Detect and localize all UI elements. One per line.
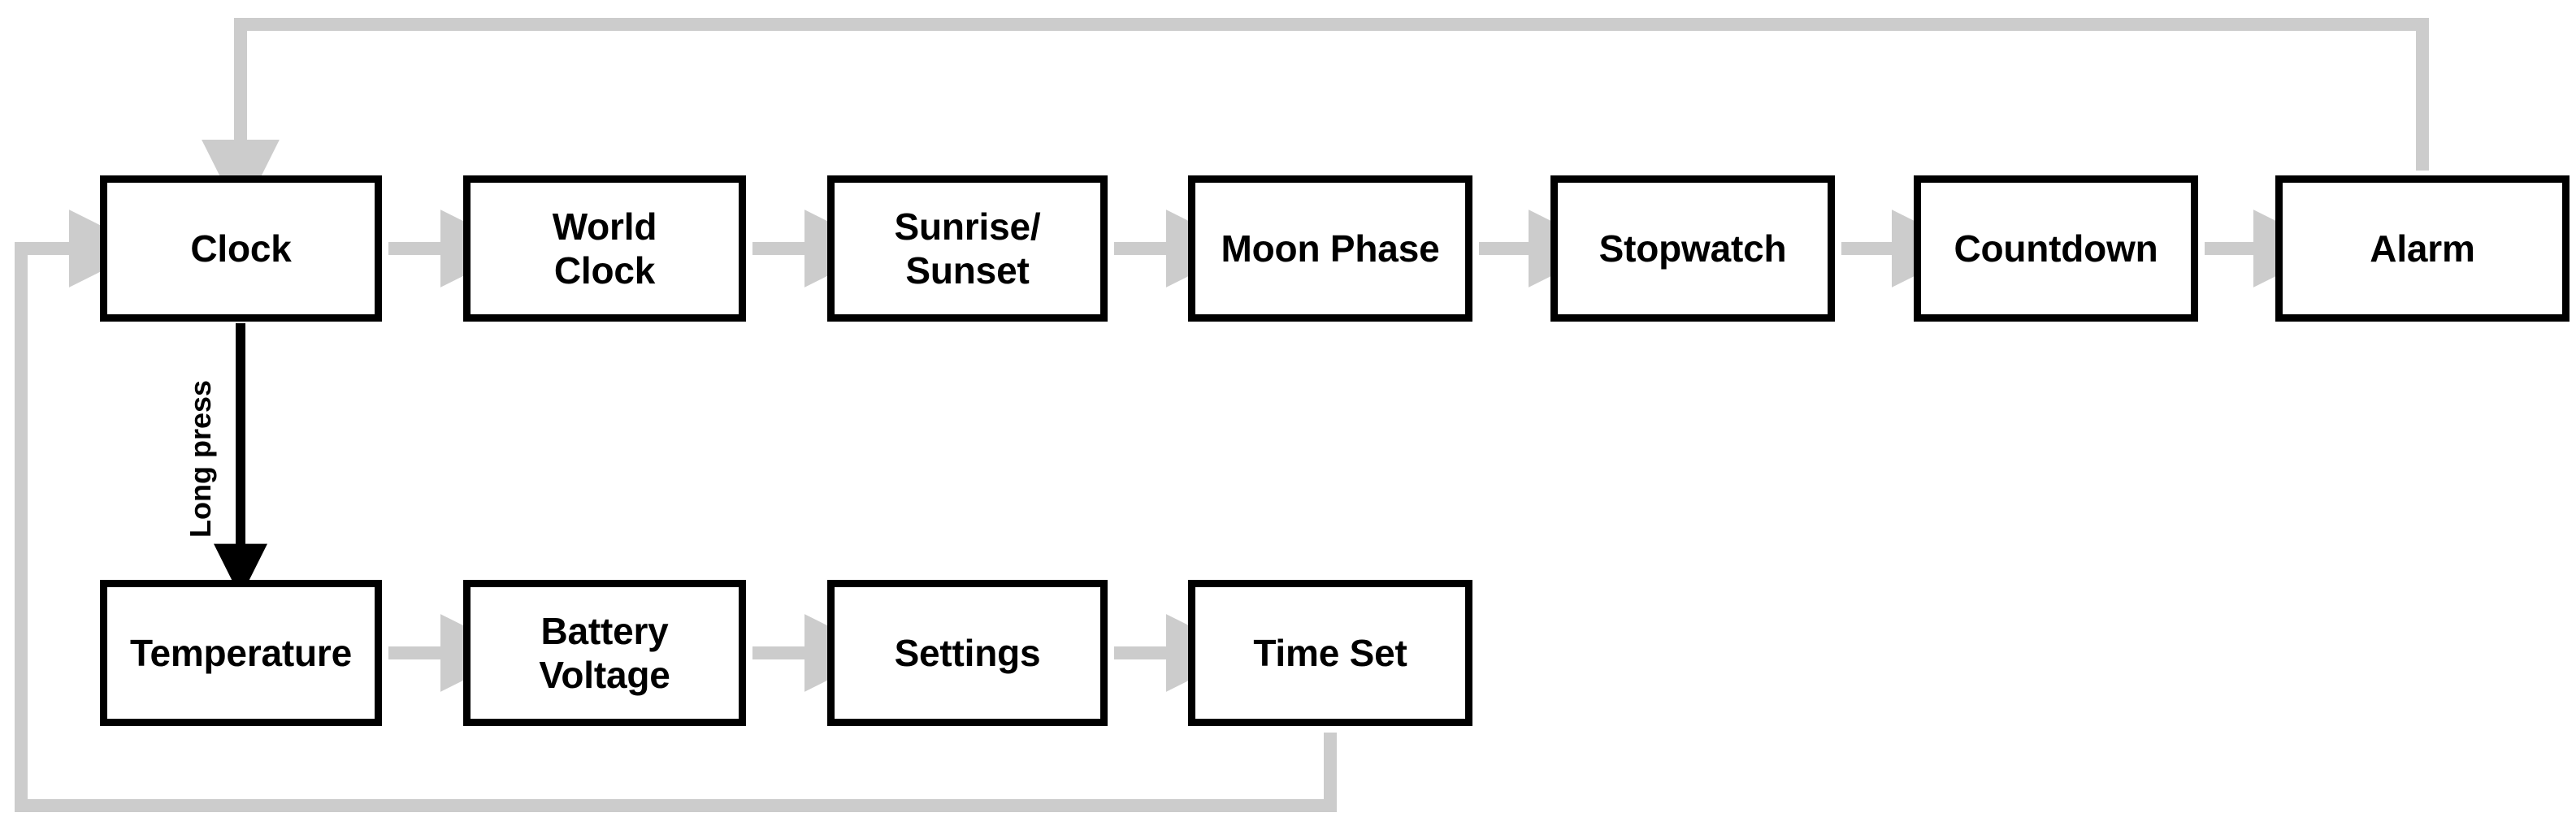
node-time-set[interactable]: Time Set (1188, 580, 1472, 726)
node-sunrise-sunset[interactable]: Sunrise/ Sunset (827, 175, 1108, 322)
node-world-clock-label: World Clock (552, 205, 657, 292)
node-battery-voltage[interactable]: Battery Voltage (463, 580, 746, 726)
node-alarm-label: Alarm (2370, 227, 2475, 270)
node-countdown-label: Countdown (1954, 227, 2158, 270)
node-moon-phase[interactable]: Moon Phase (1188, 175, 1472, 322)
edge-label-long-press: Long press (184, 379, 217, 538)
edge-alarm-to-clock-loop (202, 18, 2429, 218)
node-stopwatch[interactable]: Stopwatch (1550, 175, 1835, 322)
node-battery-voltage-label: Battery Voltage (539, 609, 670, 696)
node-alarm[interactable]: Alarm (2275, 175, 2569, 322)
node-clock-label: Clock (190, 227, 292, 270)
node-countdown[interactable]: Countdown (1914, 175, 2198, 322)
edge-time-set-to-clock-loop (15, 210, 1337, 812)
node-moon-phase-label: Moon Phase (1221, 227, 1440, 270)
node-settings[interactable]: Settings (827, 580, 1108, 726)
node-stopwatch-label: Stopwatch (1598, 227, 1787, 270)
node-clock[interactable]: Clock (100, 175, 382, 322)
node-time-set-label: Time Set (1253, 631, 1407, 674)
node-temperature-label: Temperature (129, 631, 353, 674)
node-settings-label: Settings (894, 631, 1041, 674)
node-sunrise-sunset-label: Sunrise/ Sunset (894, 205, 1041, 292)
node-temperature[interactable]: Temperature (100, 580, 382, 726)
node-world-clock[interactable]: World Clock (463, 175, 746, 322)
